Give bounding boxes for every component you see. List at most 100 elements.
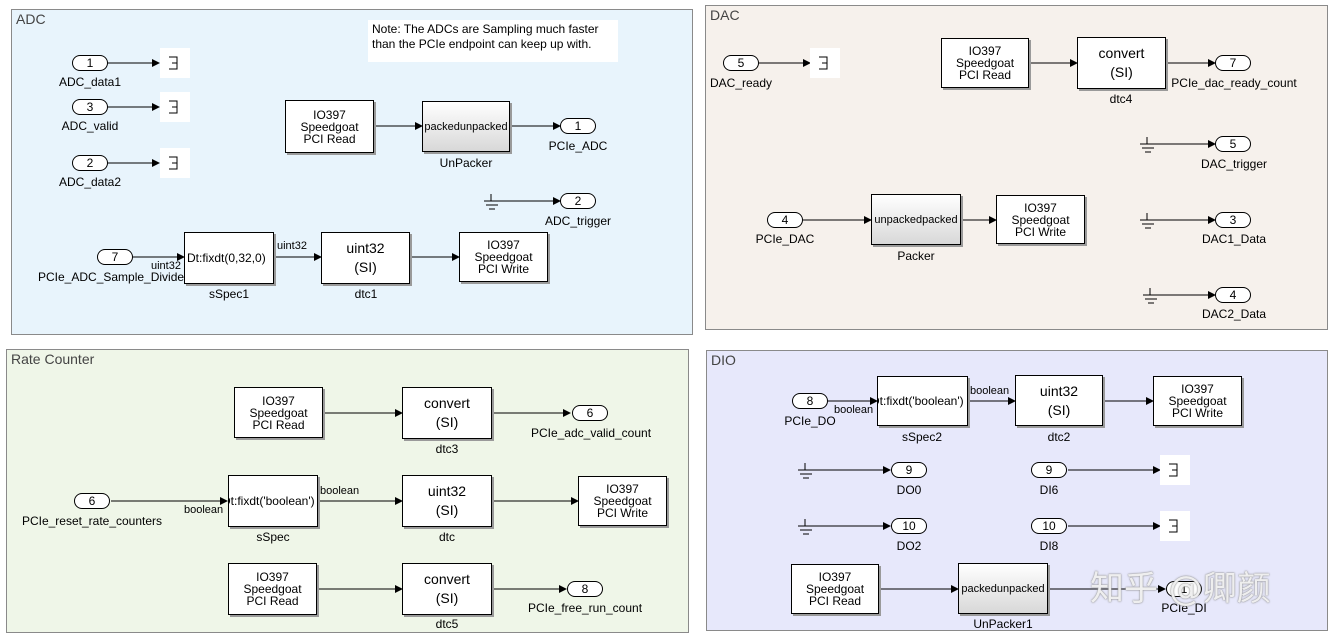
packer-in-label: unpacked — [874, 213, 923, 226]
pci-read-line-1: IO397 — [818, 570, 852, 584]
terminator-adc-data1[interactable] — [160, 48, 190, 78]
ground-icon-do0[interactable] — [795, 457, 819, 483]
sspec2-block[interactable]: Dt:fixdt('boolean') — [877, 376, 968, 426]
outport-dac-trigger[interactable]: 5 — [1215, 136, 1251, 152]
unpacker1-name: UnPacker1 — [973, 617, 1033, 631]
pci-write-line-1: IO397 — [1024, 200, 1057, 215]
dtc1-line-1: uint32 — [346, 240, 385, 256]
outport-dac1-data[interactable]: 3 — [1215, 212, 1251, 228]
terminator-adc-valid[interactable] — [160, 92, 190, 122]
outport-adc-trigger[interactable]: 2 — [560, 193, 596, 209]
outport-dac-ready-count[interactable]: 7 — [1215, 55, 1251, 71]
pci-write-line-2: Speedgoat — [1168, 394, 1227, 408]
dtc-block[interactable]: uint32(SI) — [402, 475, 492, 527]
pci-read-line-3: PCI Read — [246, 594, 299, 608]
ground-icon-dac1[interactable] — [1137, 207, 1161, 233]
dtc4-block[interactable]: convert(SI) — [1077, 37, 1166, 89]
dtc2-block[interactable]: uint32 (SI) — [1015, 375, 1103, 426]
inport-reset-rate-counters[interactable]: 6 — [74, 493, 110, 509]
signal-label-boolean-in: boolean — [184, 504, 224, 516]
inport-adc-data2-label: ADC_data2 — [58, 175, 122, 189]
unpacker1-out-label: unpacked — [996, 582, 1045, 595]
terminator-icon — [1169, 463, 1178, 477]
inport-di8[interactable]: 10 — [1031, 518, 1067, 534]
dtc-name: dtc — [438, 530, 456, 544]
ground-icon-do2[interactable] — [795, 513, 819, 539]
outport-pcie-adc[interactable]: 1 — [560, 118, 596, 134]
ground-icon-adc[interactable] — [481, 188, 505, 214]
inport-di6-label: DI6 — [1039, 483, 1059, 497]
pci-read-line-3: PCI Read — [808, 594, 862, 608]
ground-icon-dac-trigger[interactable] — [1137, 131, 1161, 157]
outport-adc-valid-count[interactable]: 6 — [572, 405, 608, 421]
dtc3-block[interactable]: convert(SI) — [402, 387, 492, 439]
signal-label-boolean-do-in: boolean — [834, 404, 874, 416]
inport-pcie-dac-label: PCIe_DAC — [755, 232, 815, 246]
dtc2-line-1: uint32 — [1039, 382, 1079, 399]
inport-adc-sample-divide[interactable]: 7 — [97, 249, 133, 265]
pci-read-line-2: Speedgoat — [805, 582, 865, 596]
outport-do2[interactable]: 10 — [891, 518, 927, 534]
terminator-icon — [169, 56, 178, 70]
outport-do0[interactable]: 9 — [891, 462, 927, 478]
outport-free-run-count-label: PCIe_free_run_count — [527, 601, 643, 615]
outport-pcie-di[interactable]: 1 — [1166, 581, 1202, 597]
outport-adc-trigger-label: ADC_trigger — [544, 214, 612, 228]
note-line-1: Note: The ADCs are Sampling much faster — [372, 22, 599, 36]
dtc-line-1: uint32 — [427, 483, 467, 499]
pci-write-line-3: PCI Write — [477, 262, 530, 276]
outport-free-run-count[interactable]: 8 — [567, 581, 603, 597]
area-title-dac: DAC — [710, 7, 740, 23]
pci-write-line-2: Speedgoat — [1011, 212, 1070, 227]
dtc4-line-1: convert — [1098, 45, 1145, 61]
area-title-adc: ADC — [16, 11, 46, 27]
inport-pcie-do[interactable]: 8 — [792, 393, 828, 409]
inport-reset-rate-counters-label: PCIe_reset_rate_counters — [21, 514, 163, 528]
inport-pcie-dac[interactable]: 4 — [767, 212, 803, 228]
outport-dac2-data[interactable]: 4 — [1215, 287, 1251, 303]
dtc2-line-2: (SI) — [1047, 401, 1071, 418]
area-title-rate-counter: Rate Counter — [11, 351, 95, 367]
sspec-block[interactable]: Dt:fixdt('boolean') — [228, 475, 318, 527]
dtc1-block[interactable]: uint32 (SI) — [321, 232, 410, 284]
annotation-note: Note: The ADCs are Sampling much faster … — [368, 20, 618, 62]
unpacker1-in-label: packed — [961, 582, 997, 595]
terminator-icon — [169, 156, 178, 170]
inport-adc-data2[interactable]: 2 — [72, 155, 108, 171]
terminator-adc-data2[interactable] — [160, 148, 190, 178]
inport-di6[interactable]: 9 — [1031, 462, 1067, 478]
terminator-di6[interactable] — [1160, 455, 1190, 485]
area-title-dio: DIO — [711, 352, 736, 368]
watermark: 知乎 @卿颜 — [1090, 569, 1271, 609]
pci-read-line-2: Speedgoat — [955, 56, 1015, 70]
inport-dac-ready[interactable]: 5 — [723, 55, 759, 71]
dtc1-line-2: (SI) — [354, 259, 377, 275]
pci-write-line-3: PCI Write — [1014, 224, 1067, 239]
terminator-dac-ready[interactable] — [810, 48, 840, 78]
dtc5-block[interactable]: convert(SI) — [402, 563, 492, 615]
unpacker-out-label: unpacked — [459, 120, 508, 133]
dtc3-name: dtc3 — [435, 442, 459, 456]
pci-read-line-2: Speedgoat — [300, 119, 359, 134]
outport-adc-valid-count-label: PCIe_adc_valid_count — [530, 426, 652, 440]
inport-adc-valid[interactable]: 3 — [72, 99, 108, 115]
terminator-di8[interactable] — [1160, 511, 1190, 541]
inport-adc-data1[interactable]: 1 — [72, 55, 108, 71]
pci-write-line-1: IO397 — [487, 238, 520, 252]
sspec2-text: Dt:fixdt('boolean') — [877, 394, 964, 408]
sspec-text: Dt:fixdt('boolean') — [228, 494, 315, 508]
sspec1-block[interactable]: Dt:fixdt(0,32,0) — [184, 232, 274, 284]
ground-icon-dac2[interactable] — [1140, 282, 1164, 308]
